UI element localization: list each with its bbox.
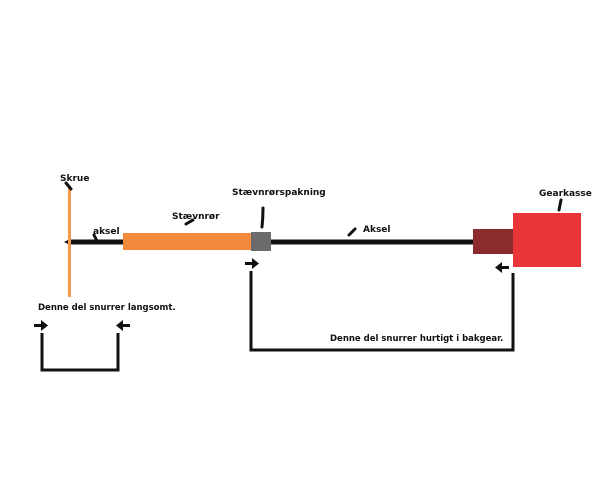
- leader-stevnrorspakning: [260, 206, 265, 229]
- arrow-right-icon: [34, 320, 48, 331]
- label-stevnror: Stævnrør: [172, 212, 220, 222]
- slow-rotation-loop: [40, 333, 120, 372]
- gear-coupling: [473, 229, 513, 254]
- propeller-bar: [68, 187, 71, 297]
- label-gearkasse: Gearkasse: [539, 189, 592, 199]
- arrow-right-icon: [245, 258, 259, 269]
- arrow-left-icon: [116, 320, 130, 331]
- label-aksel-right: Aksel: [363, 225, 391, 235]
- leader-gearkasse: [557, 198, 563, 212]
- stern-tube: [123, 233, 251, 250]
- label-aksel-left: aksel: [93, 227, 120, 237]
- leader-stevnror: [184, 218, 195, 226]
- fast-rotation-loop: [249, 271, 515, 352]
- gearbox: [513, 213, 581, 267]
- leader-aksel-left: [92, 233, 99, 243]
- arrow-left-icon: [495, 262, 509, 273]
- leader-skrue: [64, 181, 73, 191]
- slow-rotation-note: Denne del snurrer langsomt.: [38, 303, 176, 313]
- label-skrue: Skrue: [60, 174, 89, 184]
- stern-tube-seal: [251, 232, 271, 251]
- leader-aksel-right: [347, 227, 357, 237]
- fast-rotation-note: Denne del snurrer hurtigt i bakgear.: [330, 334, 503, 344]
- label-stevnrorspakning: Stævnrørspakning: [232, 188, 326, 198]
